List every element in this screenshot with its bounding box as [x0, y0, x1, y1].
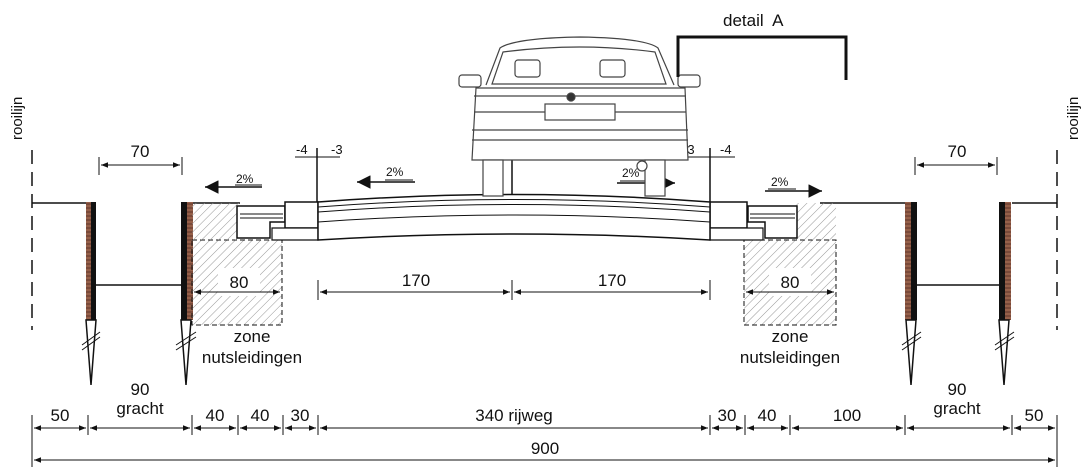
curb-right [709, 201, 748, 229]
car-rear-view [458, 36, 701, 197]
dim-bottom-label-100: 100 [833, 406, 861, 425]
zone-label-right-1: zone [772, 327, 809, 346]
dim-lane-left-label: 170 [402, 271, 430, 290]
slope-label-1: 2% [236, 172, 254, 186]
detail-a-label: detail A [723, 11, 784, 30]
level-left-a: -4 [296, 142, 308, 157]
dim-bottom-label-30-left: 30 [291, 406, 310, 425]
gracht-left-value: 90 [131, 380, 150, 399]
gracht-right-name: gracht [933, 399, 981, 418]
dim-total-label: 900 [531, 439, 559, 458]
gracht-right-value: 90 [948, 380, 967, 399]
slope-label-2: 2% [386, 165, 404, 179]
level-left-b: -3 [331, 142, 343, 157]
level-right-b: -4 [720, 142, 732, 157]
utility-zone-right [743, 239, 837, 326]
dim-bottom-label-40-c: 40 [758, 406, 777, 425]
dim-bottom-label-30-right: 30 [718, 406, 737, 425]
dim-lane-right-label: 170 [598, 271, 626, 290]
slope-label-4: 2% [771, 175, 789, 189]
dim-bottom-label-50-left: 50 [51, 406, 70, 425]
sheet-pile-right-outer [994, 202, 1015, 386]
detail-a-callout [676, 35, 848, 80]
zone-label-left-1: zone [234, 327, 271, 346]
slope-label-3: 2% [622, 166, 640, 180]
level-right-a: -3 [683, 142, 695, 157]
dim-bottom-label-40-b: 40 [251, 406, 270, 425]
sheet-pile-left-inner [175, 202, 197, 386]
rooilijn-label-right: rooilijn [1065, 97, 1082, 140]
dim-ditch-right-label: 70 [948, 142, 967, 161]
dim-bottom-label-rijweg: 340 rijweg [475, 406, 553, 425]
dim-zone-right-label: 80 [781, 273, 800, 292]
road-pavement [317, 193, 711, 241]
dim-bottom-label-40-a: 40 [206, 406, 225, 425]
curb-left [284, 201, 319, 229]
rooilijn-label-left: rooilijn [9, 97, 26, 140]
dim-bottom-label-50-right: 50 [1025, 406, 1044, 425]
dim-ditch-left-label: 70 [131, 142, 150, 161]
zone-label-left-2: nutsleidingen [202, 348, 302, 367]
gracht-left-name: gracht [116, 399, 164, 418]
zone-label-right-2: nutsleidingen [740, 348, 840, 367]
dim-zone-left-label: 80 [230, 273, 249, 292]
sheet-pile-right-inner [901, 202, 922, 386]
sheet-pile-left-outer [81, 202, 101, 386]
sidewalk-right [747, 205, 798, 239]
